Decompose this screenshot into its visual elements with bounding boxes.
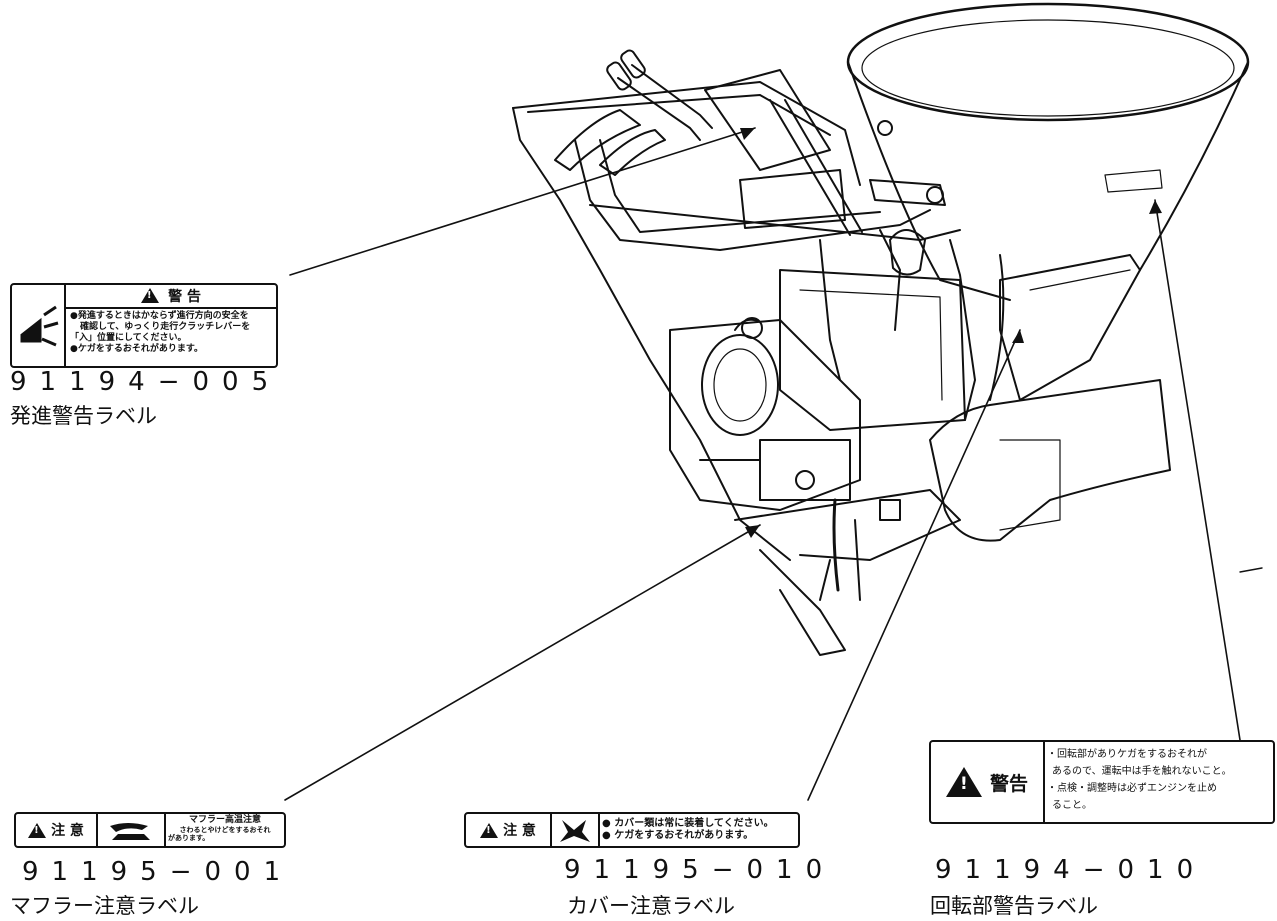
caution-icon <box>28 822 47 838</box>
muffler-caution-header: 注 意 <box>51 823 84 839</box>
pointer-lines <box>284 127 1263 801</box>
muffler-caution-title: マフラー高温注意 <box>188 815 261 825</box>
start-warning-line: 「入」位置にしてください。 <box>70 333 187 343</box>
rotating-warning-line: ・回転部がありケガをするおそれが <box>1047 749 1207 760</box>
start-warning-part-number: 91194−005 <box>10 367 282 397</box>
rotating-warning-label: 警告 ・回転部がありケガをするおそれが あるので、運転中は手を触れないこと。 ・… <box>929 740 1275 824</box>
warning-icon <box>141 288 160 303</box>
rotating-warning-line: ること。 <box>1052 800 1092 811</box>
rotating-warning-line: あるので、運転中は手を触れないこと。 <box>1052 766 1232 777</box>
hopper <box>846 2 1250 301</box>
rotating-warning-name: 回転部警告ラベル <box>930 894 1098 918</box>
entanglement-pictogram <box>552 814 600 846</box>
arrowheads <box>740 128 1162 538</box>
cover-caution-label: 注 意 ● カバー類は常に装着してください。 ● ケガをするおそれがあります。 <box>464 812 800 848</box>
lower-frame <box>734 489 961 656</box>
rotating-warning-header: 警告 <box>989 772 1028 795</box>
rotating-warning-part-number: 91194−010 <box>935 855 1207 885</box>
start-warning-line: ●ケガをするおそれがあります。 <box>70 344 203 354</box>
spreader-chute <box>929 254 1171 542</box>
hot-hand-pictogram <box>98 814 166 846</box>
start-warning-line: ●発進するときはかならず進行方向の安全を <box>70 311 249 321</box>
handle-frame <box>512 81 961 561</box>
muffler-caution-line: さわるとやけどをするおそれ <box>179 826 271 834</box>
cover-caution-line: ● カバー類は常に装着してください。 <box>602 818 774 829</box>
muffler-caution-name: マフラー注意ラベル <box>10 894 199 918</box>
rotating-warning-line: ・点検・調整時は必ずエンジンを止め <box>1047 783 1217 794</box>
muffler-caution-part-number: 91195−001 <box>22 857 294 887</box>
start-warning-label: 警 告 ●発進するときはかならず進行方向の安全を 確認して、ゆっくり走行クラッチ… <box>10 283 278 368</box>
start-warning-line: 確認して、ゆっくり走行クラッチレバーを <box>80 322 251 332</box>
cover-caution-header: 注 意 <box>503 823 536 839</box>
cover-caution-name: カバー注意ラベル <box>567 894 735 918</box>
control-levers <box>554 49 946 229</box>
hazard-pictogram <box>12 285 66 366</box>
muffler-caution-line: があります。 <box>168 834 210 842</box>
muffler-caution-label: 注 意 マフラー高温注意 さわるとやけどをするおそれ があります。 <box>14 812 286 848</box>
engine <box>669 229 1005 511</box>
caution-icon <box>480 822 499 838</box>
cover-caution-line: ● ケガをするおそれがあります。 <box>602 830 754 841</box>
cover-caution-part-number: 91195−010 <box>564 855 836 885</box>
warning-icon <box>945 767 982 797</box>
start-warning-header: 警 告 <box>168 288 201 305</box>
start-warning-name: 発進警告ラベル <box>10 404 157 428</box>
